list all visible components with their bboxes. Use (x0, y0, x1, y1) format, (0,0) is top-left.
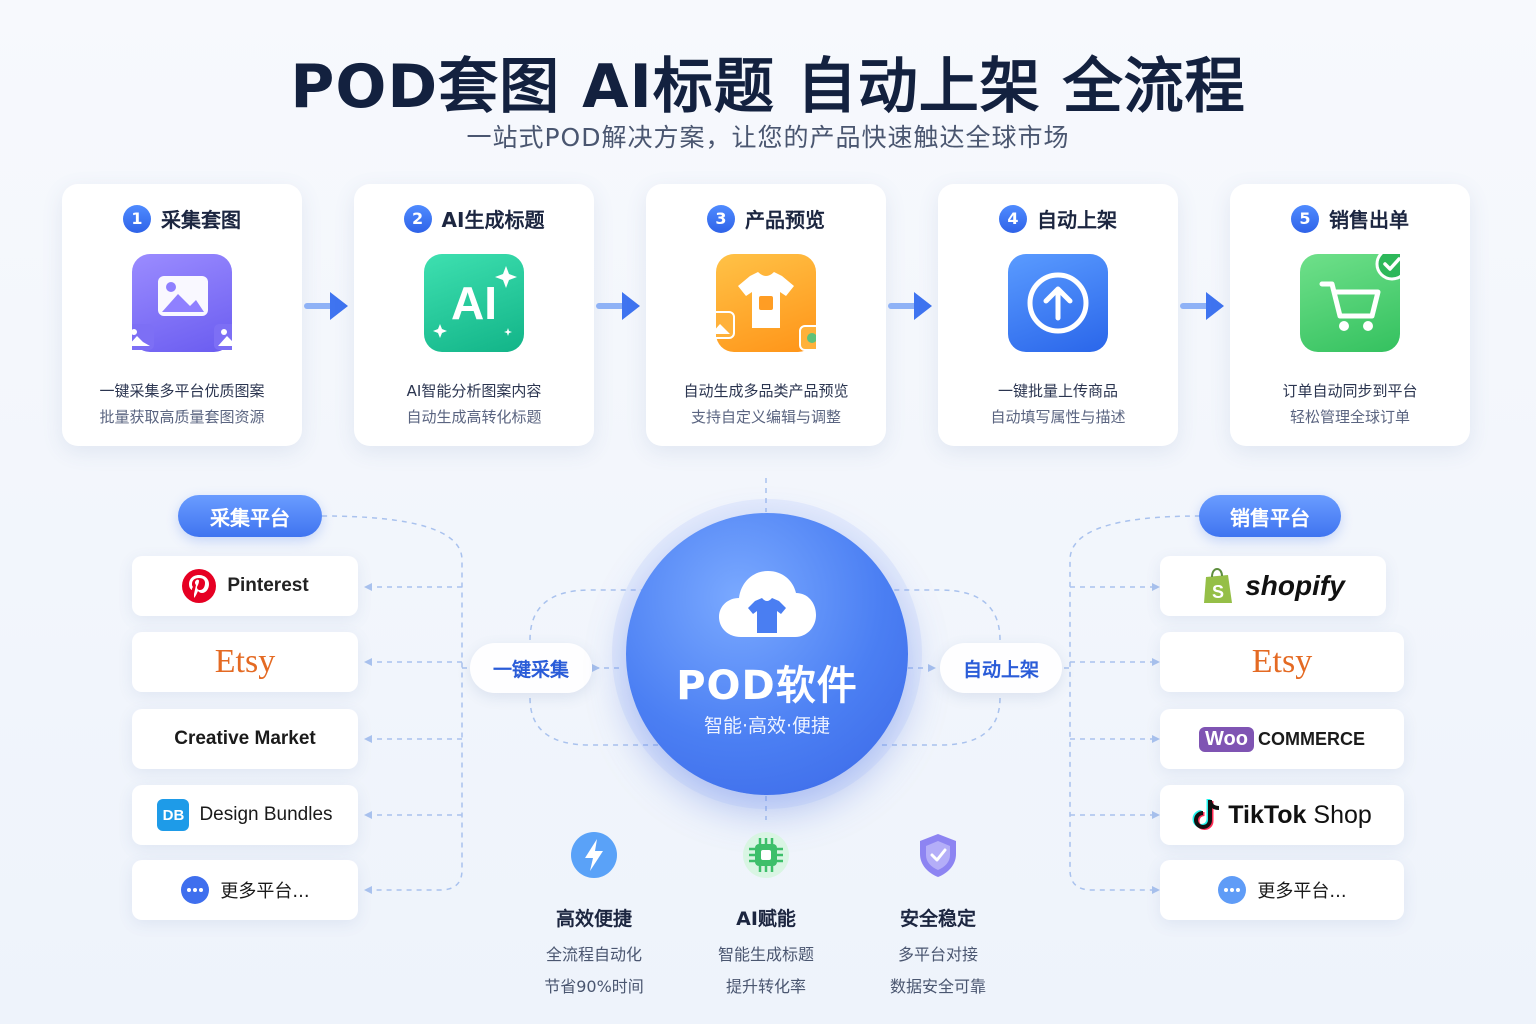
step-description: 批量获取高质量套图资源 (99, 408, 265, 426)
platform-name: Etsy (1251, 643, 1313, 680)
step-description: 轻松管理全球订单 (1289, 408, 1410, 426)
chip-icon (743, 832, 789, 878)
step-header: 1 采集套图 (62, 204, 302, 233)
step-description: 自动生成高转化标题 (406, 408, 542, 426)
ai-icon-text: AI (451, 277, 497, 329)
platform-tiktok-shop[interactable]: TikTok Shop (1160, 785, 1404, 845)
platform-name: Etsy (214, 643, 276, 680)
platform-name: Design Bundles (199, 804, 333, 825)
tiktok-icon (1192, 799, 1220, 831)
step-number: 3 (707, 204, 735, 233)
step-title: 自动上架 (1037, 208, 1117, 232)
platform-etsy-source[interactable]: Etsy (132, 632, 358, 692)
step-title: 采集套图 (161, 208, 241, 232)
step-card-collect: 1 采集套图 一键采集多平台优质图案 批量获取高质量套图资源 (62, 184, 302, 446)
feature-line: 智能生成标题 (717, 945, 814, 964)
step-card-auto-list: 4 自动上架 一键批量上传商品 自动填写属性与描述 (938, 184, 1178, 446)
upload-icon (1008, 254, 1108, 352)
hub-title: POD软件 (676, 663, 858, 709)
step-description: 自动生成多品类产品预览 (683, 382, 849, 400)
feature-secure: 安全稳定 多平台对接 数据安全可靠 (848, 830, 1028, 997)
step-description: 一键批量上传商品 (997, 382, 1118, 400)
step-description: 自动填写属性与描述 (990, 408, 1126, 426)
feature-line: 数据安全可靠 (889, 977, 986, 996)
step-header: 4 自动上架 (938, 204, 1178, 233)
platform-name: 更多平台... (1257, 881, 1347, 902)
auto-list-chip: 自动上架 (940, 643, 1062, 693)
platform-name: TikTok Shop (1228, 800, 1372, 829)
arrow-right-icon (1180, 292, 1224, 320)
arrow-right-icon (304, 292, 348, 320)
step-card-ai-title: 2 AI生成标题 AI AI智能分析图案内容 自动生成高转化标题 (354, 184, 594, 446)
step-title: 销售出单 (1329, 208, 1409, 232)
step-header: 5 销售出单 (1230, 204, 1470, 233)
step-number: 1 (123, 204, 151, 233)
lightning-icon (571, 832, 617, 878)
shopping-cart-icon (1300, 254, 1400, 352)
woocommerce-logo-badge: Woo (1199, 726, 1254, 752)
step-title: 产品预览 (745, 208, 825, 232)
feature-line: 多平台对接 (897, 945, 978, 964)
page-subtitle: 一站式POD解决方案，让您的产品快速触达全球市场 (466, 123, 1070, 152)
step-number: 4 (999, 204, 1027, 233)
feature-title: 高效便捷 (555, 908, 632, 930)
platform-etsy-sales[interactable]: Etsy (1160, 632, 1404, 692)
platform-more-sales[interactable]: 更多平台... (1160, 860, 1404, 920)
platform-pinterest[interactable]: Pinterest (132, 556, 358, 616)
page-title: POD套图 AI标题 自动上架 全流程 (290, 52, 1246, 122)
one-click-collect-chip: 一键采集 (470, 643, 592, 693)
sales-platforms-label: 销售平台 (1199, 495, 1341, 537)
step-header: 3 产品预览 (646, 204, 886, 233)
feature-efficient: 高效便捷 全流程自动化 节省90%时间 (504, 830, 684, 997)
woocommerce-logo-text: COMMERCE (1257, 728, 1365, 749)
step-description: 支持自定义编辑与调整 (690, 408, 841, 426)
step-title: AI生成标题 (441, 208, 545, 232)
shield-icon (920, 834, 956, 877)
pinterest-icon (182, 569, 217, 603)
tshirt-preview-icon (716, 254, 816, 352)
platform-name: Pinterest (227, 575, 309, 596)
step-card-preview: 3 产品预览 自动生成多品类产品预览 支持自定义编辑与调整 (646, 184, 886, 446)
platform-woocommerce[interactable]: Woo COMMERCE (1160, 709, 1404, 769)
more-dots-icon (1218, 876, 1247, 904)
step-number: 2 (403, 204, 432, 233)
step-number: 5 (1291, 204, 1319, 233)
design-bundles-icon: DB (157, 799, 190, 831)
pod-software-hub: POD软件 智能·高效·便捷 (626, 513, 908, 795)
step-description: 一键采集多平台优质图案 (99, 382, 265, 400)
feature-line: 提升转化率 (725, 977, 806, 996)
feature-title: 安全稳定 (899, 908, 976, 930)
feature-title: AI赋能 (736, 908, 796, 930)
arrow-right-icon (596, 292, 640, 320)
platform-design-bundles[interactable]: DB Design Bundles (132, 785, 358, 845)
hub-tagline: 智能·高效·便捷 (703, 715, 831, 737)
platform-creative-market[interactable]: Creative Market (132, 709, 358, 769)
platform-name: Creative Market (174, 728, 316, 749)
feature-line: 全流程自动化 (545, 945, 642, 964)
step-description: 订单自动同步到平台 (1282, 382, 1418, 400)
platform-more-source[interactable]: 更多平台... (132, 860, 358, 920)
arrow-right-icon (888, 292, 932, 320)
ai-sparkle-icon: AI (424, 254, 524, 352)
platform-name: shopify (1245, 570, 1345, 601)
step-header: 2 AI生成标题 (354, 204, 594, 233)
feature-line: 节省90%时间 (544, 977, 644, 996)
platform-name: 更多平台... (220, 881, 310, 902)
image-collection-icon (132, 254, 232, 352)
feature-ai: AI赋能 智能生成标题 提升转化率 (676, 830, 856, 997)
platform-shopify[interactable]: S shopify (1160, 556, 1386, 616)
svg-text:S: S (1212, 582, 1224, 602)
shopify-bag-icon: S (1204, 567, 1233, 603)
more-dots-icon (181, 876, 210, 904)
source-platforms-label: 采集平台 (178, 495, 322, 537)
cloud-tshirt-icon (719, 571, 816, 637)
step-card-sales: 5 销售出单 订单自动同步到平台 轻松管理全球订单 (1230, 184, 1470, 446)
step-description: AI智能分析图案内容 (406, 382, 542, 400)
